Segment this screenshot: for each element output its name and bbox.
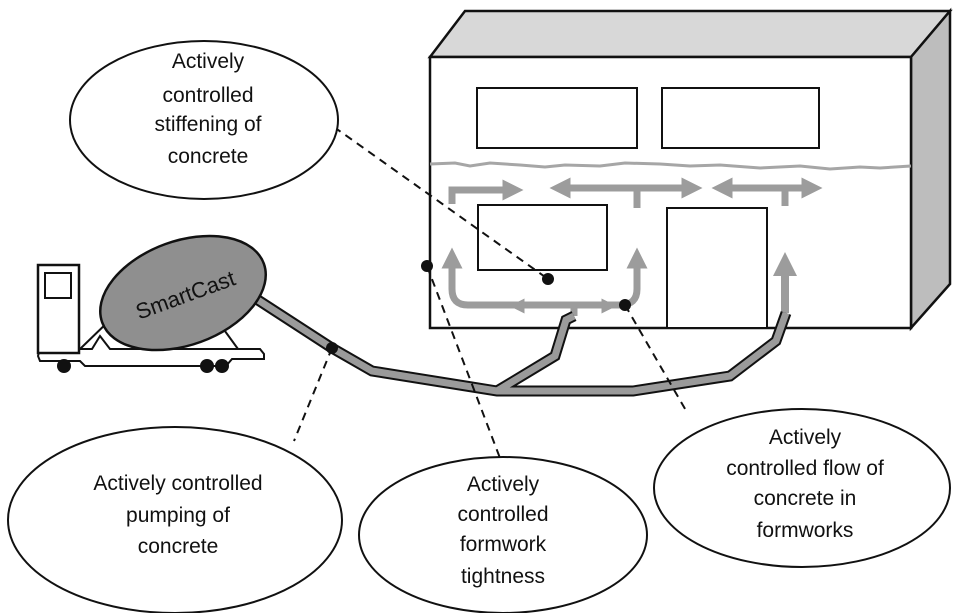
leader-flow	[624, 304, 689, 415]
stiffening-line-3: stiffening of	[154, 113, 261, 136]
flow-line-2: controlled flow of	[726, 457, 884, 480]
building	[427, 7, 953, 332]
tightness-line-2: controlled	[457, 503, 548, 526]
leader-tightness	[426, 265, 504, 467]
building-side	[909, 7, 952, 332]
leader-stiffening	[333, 126, 549, 280]
stiffening-line-2: controlled	[162, 84, 253, 107]
callout-pumping: Actively controlled pumping of concrete	[7, 426, 343, 613]
stiffening-line-1: Actively	[172, 50, 245, 73]
stiffening-line-4: concrete	[168, 145, 249, 168]
window-bottom	[477, 204, 608, 271]
callout-stiffening: Actively controlled stiffening of concre…	[69, 40, 339, 200]
tightness-line-1: Actively	[467, 473, 540, 496]
window-top-right	[661, 87, 820, 149]
branch-pipe	[495, 312, 576, 394]
flow-line-1: Actively	[769, 426, 842, 449]
bubble-tightness	[358, 456, 648, 613]
sensor-dot-stiffening	[542, 273, 554, 285]
sensor-dot-tightness	[421, 260, 433, 272]
truck-cab-window	[44, 272, 72, 299]
callout-flow: Actively controlled flow of concrete in …	[653, 408, 951, 568]
mixer-drum	[99, 234, 267, 352]
leader-lines	[293, 126, 689, 467]
flow-line-3: concrete in	[754, 487, 857, 510]
wheel-rear-2	[215, 359, 229, 373]
bubble-stiffening	[69, 40, 339, 200]
tightness-line-3: formwork	[460, 533, 547, 556]
callout-tightness: Actively controlled formwork tightness	[358, 456, 648, 613]
window-top-left	[476, 87, 638, 149]
concrete-truck: SmartCast	[36, 234, 267, 373]
flow-arrow-upper-left	[448, 179, 524, 204]
sensor-dot-pumping	[326, 342, 338, 354]
building-roof	[427, 9, 953, 59]
sensor-dot-flow	[619, 299, 631, 311]
flow-line-4: formworks	[757, 519, 854, 542]
door	[666, 207, 768, 329]
leader-pumping	[293, 347, 333, 442]
wheel-front	[57, 359, 71, 373]
pumping-line-1: Actively controlled	[93, 472, 262, 495]
wheel-rear-1	[200, 359, 214, 373]
flow-arrow-left-riser	[441, 247, 578, 316]
bubble-pumping	[7, 426, 343, 613]
bubble-flow	[653, 408, 951, 568]
concrete-pipes	[255, 295, 792, 397]
sensor-dots	[326, 260, 631, 354]
main-pipe	[256, 297, 790, 395]
pumping-line-3: concrete	[138, 535, 219, 558]
pumping-line-2: pumping of	[126, 504, 230, 527]
flow-arrows	[441, 177, 823, 316]
concrete-level-line	[429, 161, 912, 171]
tightness-line-4: tightness	[461, 565, 545, 588]
